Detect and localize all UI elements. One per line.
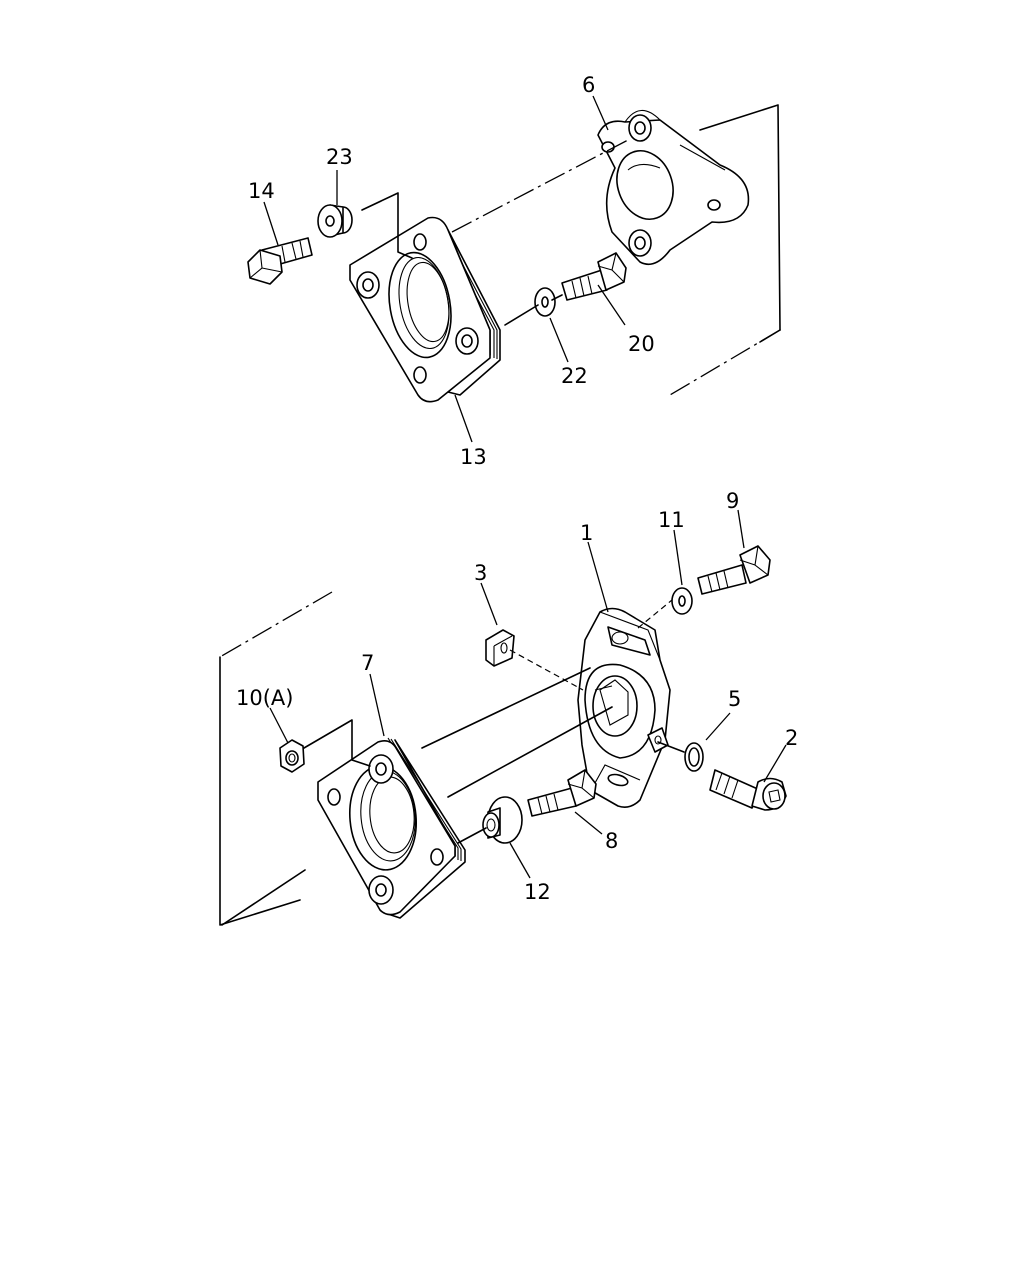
callout-7: 7: [361, 651, 374, 675]
callout-13: 13: [460, 445, 487, 469]
part-2-socket-bolt: [709, 769, 787, 811]
part-7-flange-plate: [317, 737, 466, 919]
callout-6: 6: [582, 73, 595, 97]
lower-alignment-lines: [221, 599, 685, 926]
callout-8: 8: [605, 829, 618, 853]
callout-9: 9: [726, 489, 739, 513]
callout-12: 12: [524, 880, 551, 904]
upper-alignment-lines: [361, 139, 629, 326]
part-11-washer: [671, 587, 693, 615]
upper-leader-lines: [263, 95, 626, 443]
callout-22: 22: [561, 364, 588, 388]
callout-14: 14: [248, 179, 275, 203]
callout-3: 3: [474, 561, 487, 585]
upper-assembly-boundary: [669, 104, 781, 396]
part-10a-nut: [279, 739, 305, 773]
part-12-collar: [482, 796, 523, 844]
callout-11: 11: [658, 508, 685, 532]
callout-10a: 10(A): [236, 686, 293, 710]
callout-labels: 6 23 14 20 22 13 9 11 1 3 7 10(A) 5 2 8 …: [236, 73, 798, 904]
part-20-bolt: [561, 252, 627, 301]
part-6-flange-elbow: [597, 109, 750, 266]
callout-20: 20: [628, 332, 655, 356]
part-5-o-ring: [684, 742, 704, 772]
part-22-washer: [534, 287, 556, 317]
lower-assembly-boundary: [219, 591, 333, 926]
part-14-hex-bolt: [247, 237, 313, 285]
part-9-bolt: [697, 545, 771, 595]
part-1-pump-body: [577, 607, 671, 808]
part-23-collar: [317, 204, 353, 238]
lower-leader-lines: [269, 509, 787, 879]
part-8-bolt: [527, 769, 597, 817]
callout-5: 5: [728, 687, 741, 711]
callout-23: 23: [326, 145, 353, 169]
part-3-square-nut: [485, 629, 515, 667]
callout-2: 2: [785, 726, 798, 750]
callout-1: 1: [580, 521, 593, 545]
part-13-flange-plate: [349, 216, 501, 403]
